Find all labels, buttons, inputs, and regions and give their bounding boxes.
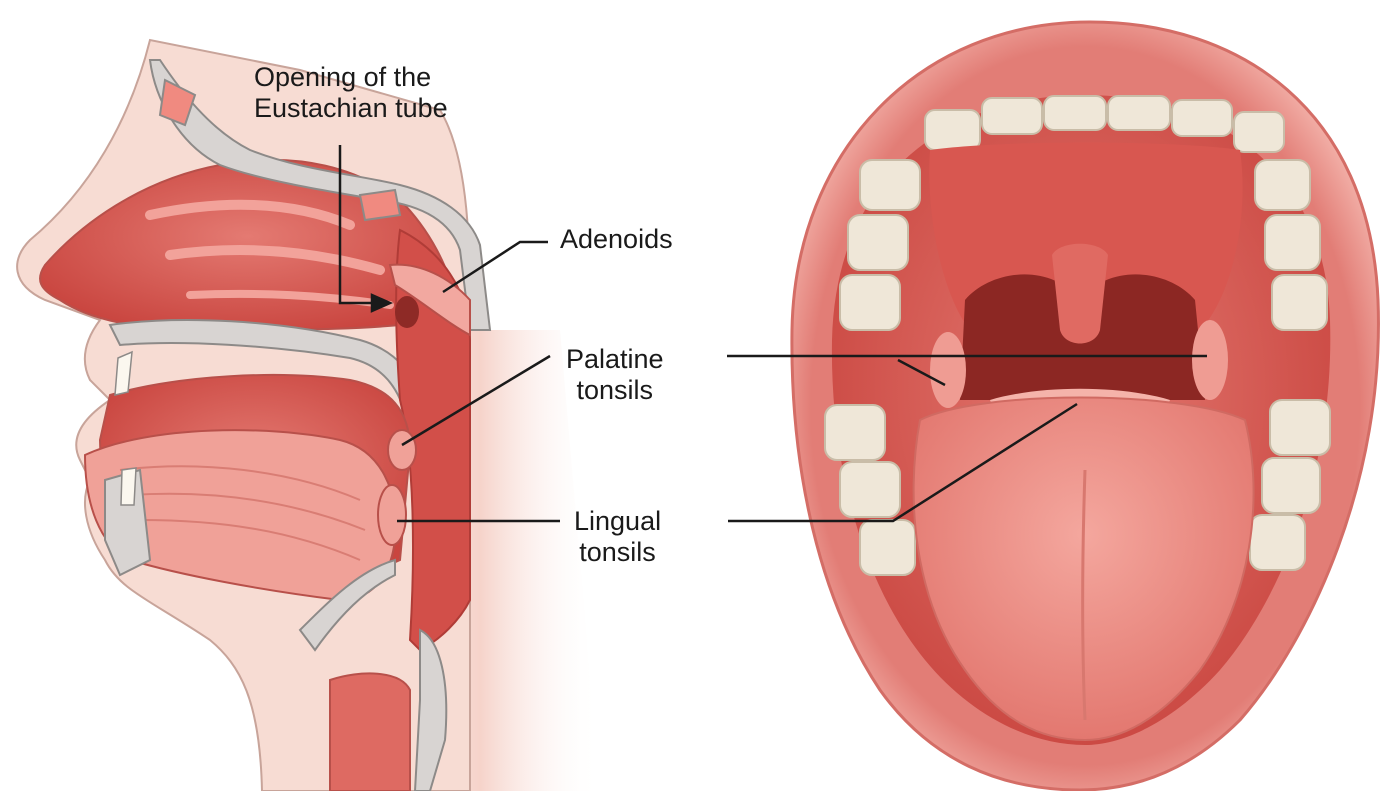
lingual-tonsil-side (378, 485, 406, 545)
label-palatine-line2: tonsils (566, 375, 664, 406)
palatine-tonsil-left (930, 332, 966, 408)
label-palatine-line1: Palatine (566, 344, 664, 375)
label-lingual-tonsils: Lingual tonsils (574, 506, 661, 568)
palatine-tonsil-side (388, 430, 416, 470)
label-lingual-line1: Lingual (574, 506, 661, 537)
sagittal-section (17, 40, 600, 791)
label-lingual-line2: tonsils (574, 537, 661, 568)
lower-incisor (121, 468, 136, 505)
label-palatine-tonsils: Palatine tonsils (566, 344, 664, 406)
label-eustachian-line1: Opening of the (254, 62, 448, 93)
larynx (330, 673, 410, 791)
open-mouth (792, 22, 1379, 790)
label-eustachian-line2: Eustachian tube (254, 93, 448, 124)
label-eustachian-tube: Opening of the Eustachian tube (254, 62, 448, 124)
label-adenoids: Adenoids (560, 224, 673, 255)
uvula (1052, 244, 1108, 344)
palatine-tonsil-right (1192, 320, 1228, 400)
eustachian-opening (395, 296, 419, 328)
